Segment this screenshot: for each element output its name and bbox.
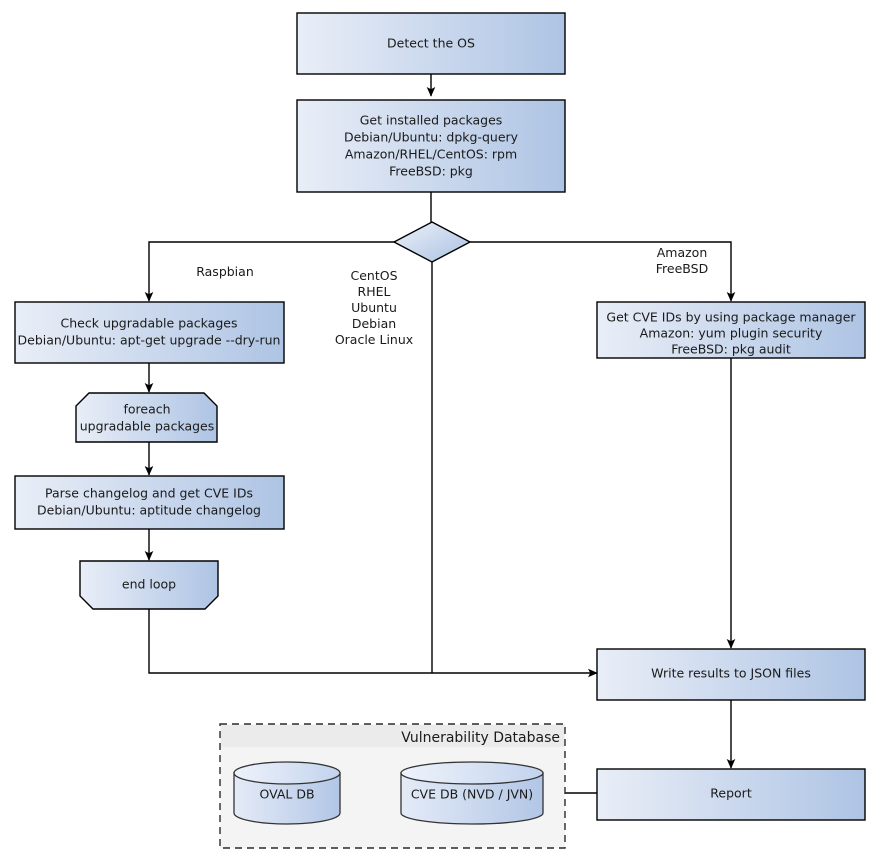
- edge-decision-to-get-cve-ids: [470, 241, 736, 302]
- oval-db-node[interactable]: OVAL DB: [233, 761, 341, 825]
- node-write-results[interactable]: Write results to JSON files: [596, 648, 866, 701]
- foreach-loop-shape: [75, 392, 218, 443]
- edge-labels: Raspbian CentOS RHEL Ubuntu Debian Oracl…: [196, 245, 708, 347]
- get-installed-packages-line-3: Amazon/RHEL/CentOS: rpm: [345, 147, 517, 162]
- cve-db-cylinder-top: [400, 761, 544, 785]
- write-results-label: Write results to JSON files: [651, 666, 811, 681]
- detect-os-box: [296, 12, 566, 75]
- end-loop-label: end loop: [122, 577, 176, 592]
- parse-changelog-box: [14, 475, 285, 530]
- check-upgradable-box: [14, 301, 285, 364]
- node-report[interactable]: Report: [596, 768, 866, 821]
- edge-label-amazon: Amazon: [657, 245, 708, 260]
- cve-db-node[interactable]: CVE DB (NVD / JVN): [400, 761, 544, 825]
- edge-label-center-rhel: RHEL: [358, 284, 391, 299]
- get-installed-packages-box: [296, 99, 566, 193]
- group-title-band: [221, 725, 564, 747]
- parse-changelog-line-2: Debian/Ubuntu: aptitude changelog: [37, 503, 261, 518]
- check-upgradable-line-2: Debian/Ubuntu: apt-get upgrade --dry-run: [18, 333, 281, 348]
- edge-label-center-centos: CentOS: [350, 268, 397, 283]
- get-cve-ids-box: [596, 301, 866, 359]
- oval-db-cylinder-top: [233, 761, 341, 785]
- parse-changelog-line-1: Parse changelog and get CVE IDs: [45, 486, 253, 501]
- os-decision-diamond: [392, 221, 472, 263]
- cve-db-label: CVE DB (NVD / JVN): [411, 787, 533, 802]
- oval-db-label: OVAL DB: [259, 787, 314, 802]
- check-upgradable-line-1: Check upgradable packages: [61, 316, 238, 331]
- get-cve-ids-line-1: Get CVE IDs by using package manager: [606, 310, 856, 325]
- node-foreach-loop[interactable]: foreach upgradable packages: [75, 392, 218, 443]
- node-detect-os[interactable]: Detect the OS: [296, 12, 566, 75]
- edge-label-raspbian: Raspbian: [196, 264, 254, 279]
- foreach-loop-line-2: upgradable packages: [80, 419, 215, 434]
- get-installed-packages-line-1: Get installed packages: [360, 113, 503, 128]
- detect-os-label: Detect the OS: [387, 36, 475, 51]
- get-installed-packages-line-2: Debian/Ubuntu: dpkg-query: [344, 130, 519, 145]
- node-check-upgradable[interactable]: Check upgradable packages Debian/Ubuntu:…: [14, 301, 285, 364]
- edge-label-center-debian: Debian: [352, 316, 396, 331]
- node-end-loop[interactable]: end loop: [79, 560, 219, 610]
- edge-decision-to-check-upgradable: [144, 241, 395, 302]
- node-get-cve-ids-pkg-manager[interactable]: Get CVE IDs by using package manager Ama…: [596, 301, 866, 359]
- get-installed-packages-line-4: FreeBSD: pkg: [389, 164, 473, 179]
- group-title: Vulnerability Database: [401, 730, 560, 746]
- end-loop-shape: [79, 560, 219, 610]
- report-label: Report: [710, 786, 752, 801]
- edge-label-center-oracle-linux: Oracle Linux: [335, 332, 413, 347]
- node-parse-changelog[interactable]: Parse changelog and get CVE IDs Debian/U…: [14, 475, 285, 530]
- node-get-installed-packages[interactable]: Get installed packages Debian/Ubuntu: dp…: [296, 99, 566, 193]
- get-cve-ids-line-3: FreeBSD: pkg audit: [671, 342, 791, 357]
- foreach-loop-line-1: foreach: [123, 402, 170, 417]
- vulnerability-database-group: Vulnerability Database OVAL DB CVE DB (N…: [219, 723, 566, 849]
- edge-endloop-to-write-results: [148, 609, 598, 678]
- edge-label-freebsd: FreeBSD: [656, 261, 708, 276]
- get-cve-ids-line-2: Amazon: yum plugin security: [640, 326, 823, 341]
- node-os-decision[interactable]: [392, 221, 472, 263]
- oval-db-cylinder-body: [233, 772, 341, 825]
- write-results-box: [596, 648, 866, 701]
- edge-label-center-ubuntu: Ubuntu: [351, 300, 397, 315]
- cve-db-cylinder-body: [400, 772, 544, 825]
- report-box: [596, 768, 866, 821]
